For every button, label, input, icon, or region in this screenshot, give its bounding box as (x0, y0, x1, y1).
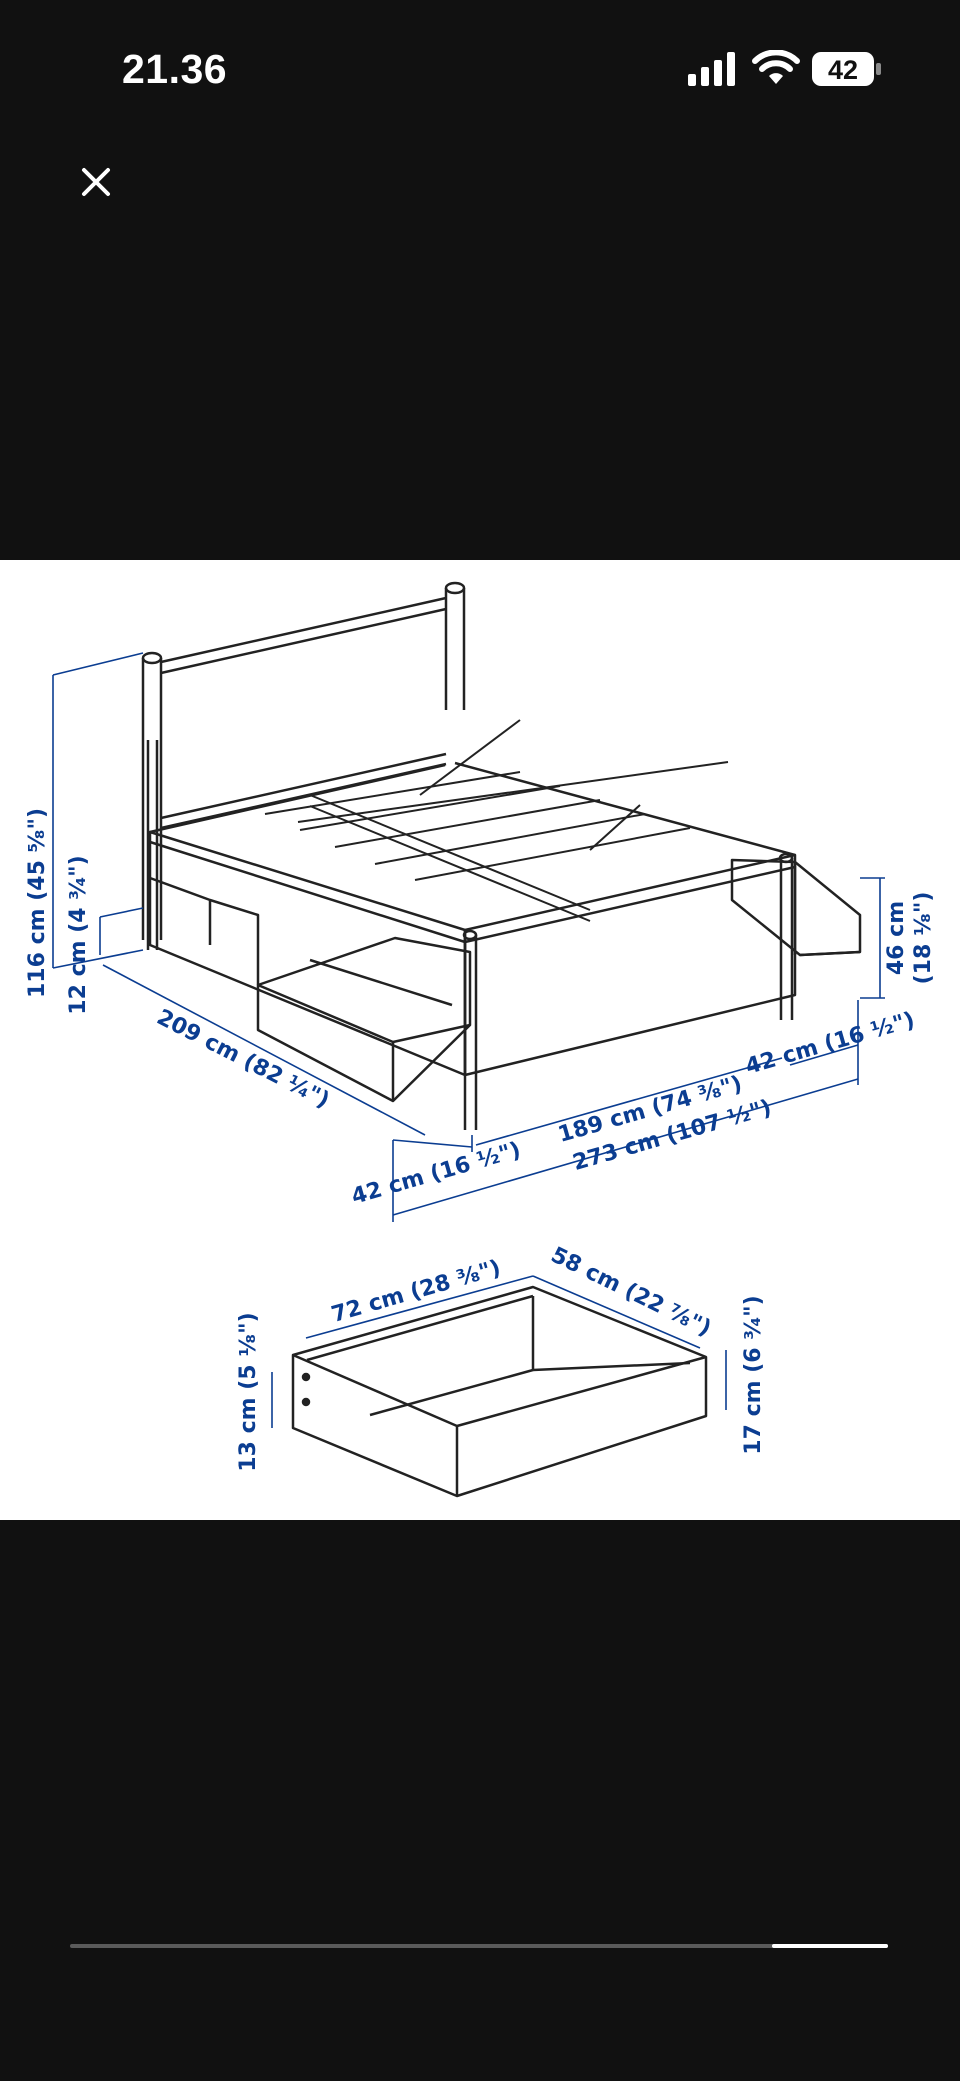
image-scroll-indicator[interactable] (70, 1944, 888, 1948)
dim-drawer-extension-left: 42 cm (16 ¹⁄₂") (349, 1138, 524, 1210)
bed-drawer-left (149, 876, 260, 985)
wifi-icon (752, 50, 800, 84)
bed-slats (264, 719, 729, 922)
bed-headboard (141, 581, 466, 950)
close-icon[interactable] (74, 160, 118, 204)
bed-dimension-diagram: 116 cm (45 ⁵⁄₈") 12 cm (4 ³⁄₄") 209 cm (… (25, 581, 936, 1498)
dim-bed-length: 209 cm (82 ¹⁄₄") (153, 1005, 334, 1114)
dim-total-height: 116 cm (45 ⁵⁄₈") (25, 808, 50, 998)
dim-drawer-inner-height: 13 cm (5 ¹⁄₈") (236, 1312, 261, 1471)
signal-icon (688, 52, 735, 86)
bed-drawer-front (256, 936, 472, 1103)
dimension-lines (52, 652, 885, 1428)
battery-level: 42 (828, 55, 858, 85)
product-dimension-image: 116 cm (45 ⁵⁄₈") 12 cm (4 ³⁄₄") 209 cm (… (0, 560, 960, 1520)
dim-side-height-in: (18 ¹⁄₈") (911, 892, 936, 985)
scroll-thumb[interactable] (772, 1944, 888, 1948)
battery-icon: 42 (812, 52, 881, 86)
dim-leg-clearance: 12 cm (4 ³⁄₄") (66, 855, 91, 1014)
storage-drawer (291, 1285, 708, 1498)
dim-drawer-outer-height: 17 cm (6 ³⁄₄") (741, 1295, 766, 1454)
dim-drawer-extension-right: 42 cm (16 ¹⁄₂") (743, 1008, 918, 1080)
dim-side-height: 46 cm (884, 901, 909, 975)
status-time: 21.36 (122, 46, 228, 92)
status-bar: 21.36 42 (0, 0, 960, 140)
bed-drawer-right (730, 858, 862, 957)
